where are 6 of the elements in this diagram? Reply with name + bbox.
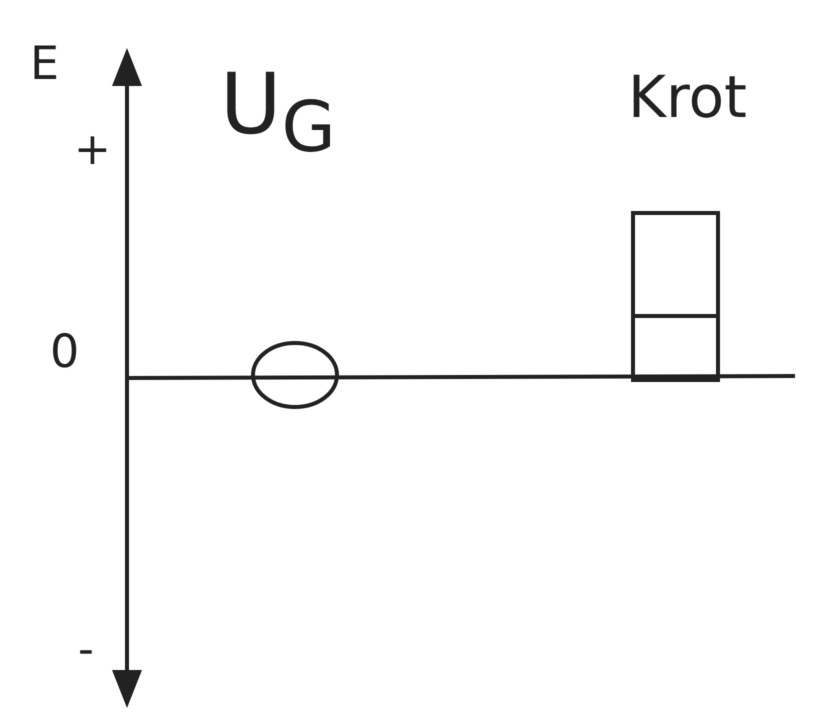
energy-label: Krot xyxy=(628,68,747,126)
energy-label: U$_{G}$ xyxy=(220,62,336,162)
tick-label: + xyxy=(74,128,111,172)
axis-label: E xyxy=(30,40,60,86)
tick-label: - xyxy=(78,628,94,672)
tick-label: 0 xyxy=(50,328,80,374)
